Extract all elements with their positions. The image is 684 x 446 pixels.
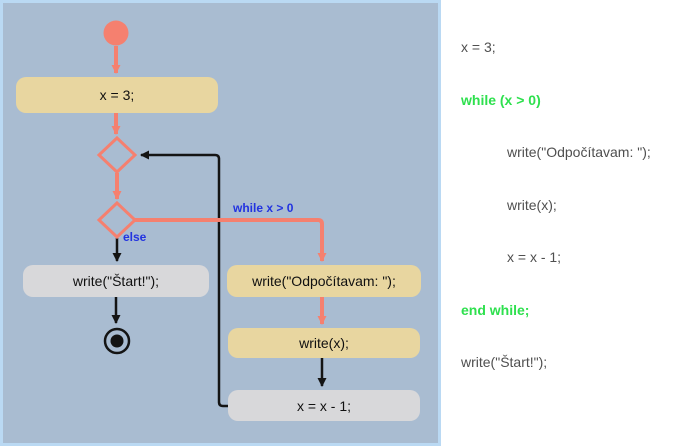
node-decrement-x-label: x = x - 1; bbox=[296, 397, 352, 414]
edge-label-else: else bbox=[123, 230, 147, 244]
flowchart-panel: x = 3; write("Štart!"); write("Odpočítav… bbox=[0, 0, 441, 446]
edge-loop-back-to-decision bbox=[140, 150, 228, 408]
end-node-outer-ring bbox=[103, 327, 131, 355]
node-decrement-x: x = x - 1; bbox=[228, 390, 420, 421]
node-assign-x3: x = 3; bbox=[16, 77, 218, 113]
code-line-3: write("Odpočítavam: "); bbox=[507, 144, 651, 160]
code-panel: x = 3; while (x > 0) write("Odpočítavam:… bbox=[461, 4, 651, 407]
node-write-start: write("Štart!"); bbox=[23, 265, 209, 297]
code-line-4: write(x); bbox=[507, 196, 557, 213]
code-line-2: while (x > 0) bbox=[461, 91, 541, 108]
edge-while-true-branch bbox=[135, 218, 327, 262]
code-line-6: end while; bbox=[461, 301, 530, 318]
node-write-odpocitavam: write("Odpočítavam: "); bbox=[227, 265, 421, 297]
code-line-5: x = x - 1; bbox=[507, 249, 562, 265]
code-line-7: write("Štart!"); bbox=[461, 354, 548, 370]
flowchart-connectors bbox=[96, 20, 327, 408]
end-node-inner-dot bbox=[110, 334, 124, 348]
start-node-circle bbox=[103, 20, 129, 46]
decision-diamond-2 bbox=[96, 200, 138, 240]
node-assign-x3-label: x = 3; bbox=[99, 87, 135, 103]
node-write-x: write(x); bbox=[228, 328, 420, 358]
edge-label-while: while x > 0 bbox=[233, 201, 294, 215]
decision-diamond-1 bbox=[96, 135, 138, 175]
node-write-start-label: write("Štart!"); bbox=[72, 273, 160, 289]
node-write-odpocitavam-label: write("Odpočítavam: "); bbox=[252, 273, 396, 289]
node-write-x-label: write(x); bbox=[299, 335, 349, 351]
code-line-1: x = 3; bbox=[461, 39, 496, 55]
